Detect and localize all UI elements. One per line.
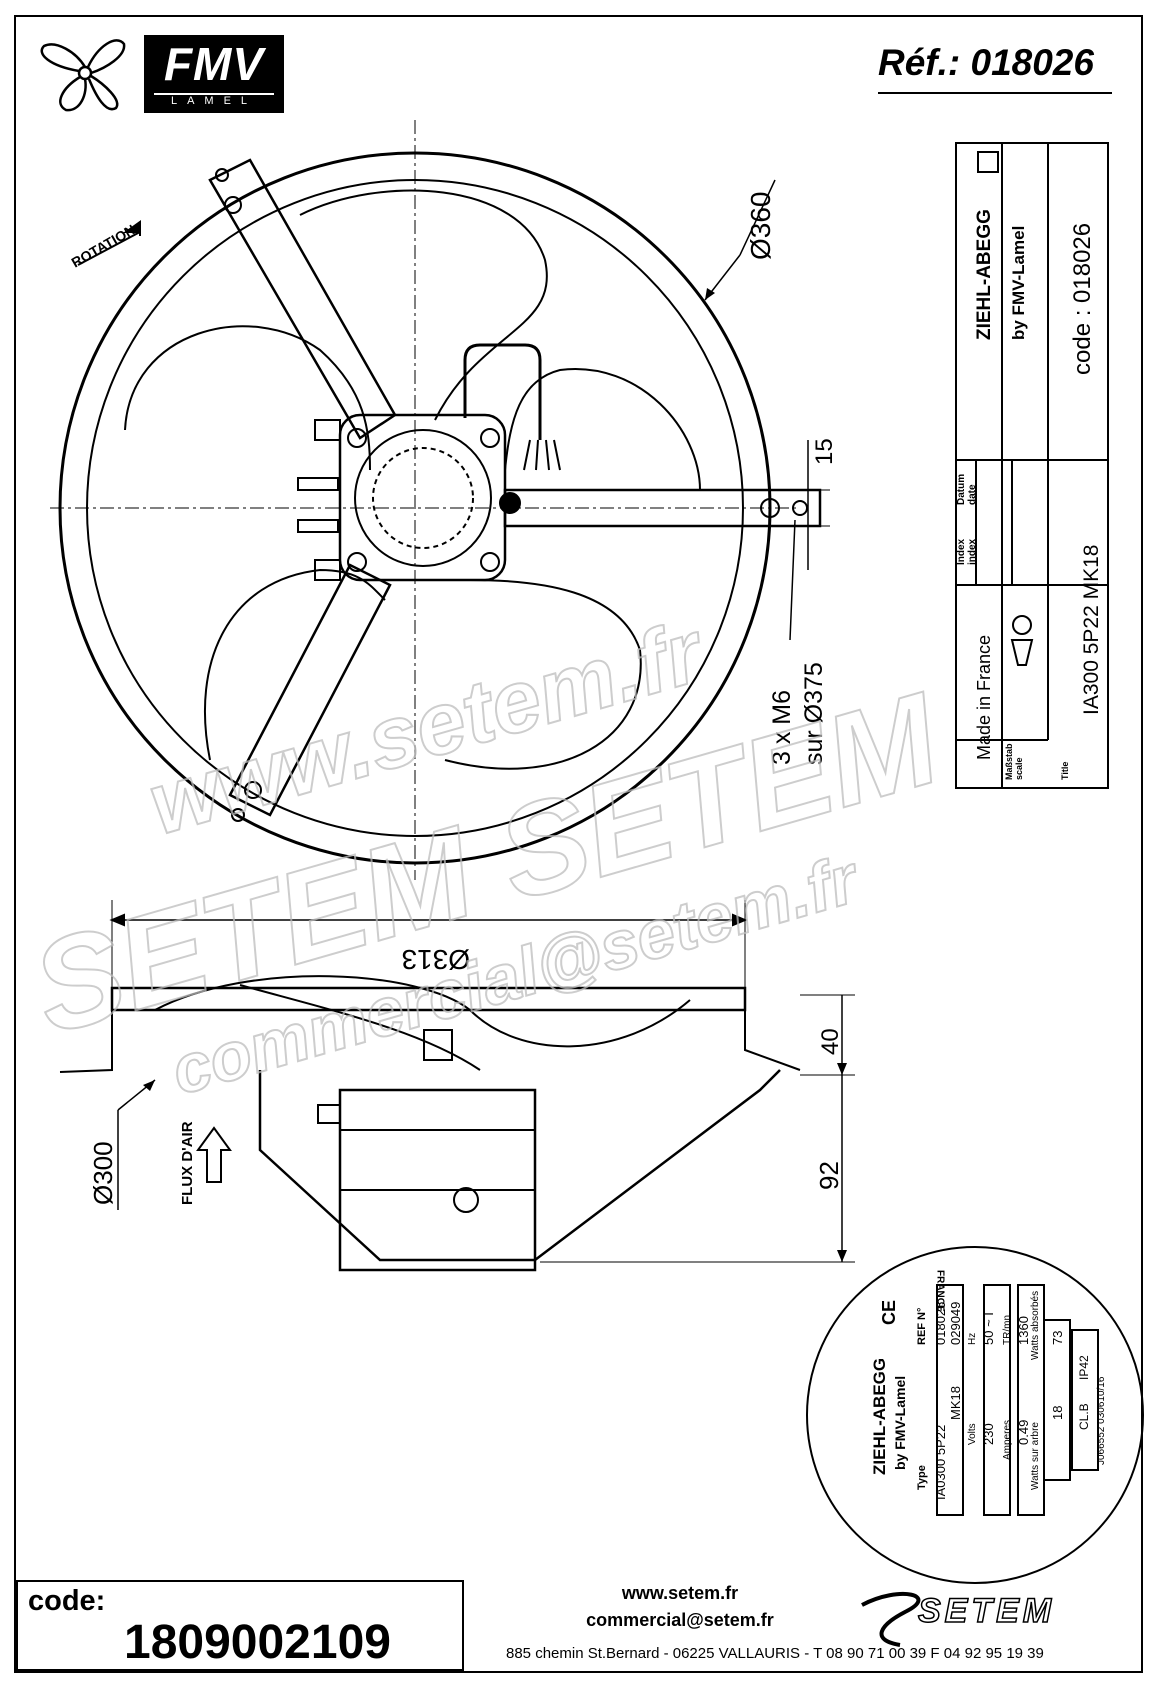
reference-underline [878,92,1112,94]
np-watts-arbre-value: 18 [1050,1406,1065,1420]
rotation-label: ROTATION [69,221,139,270]
side-motor [338,1088,537,1272]
dim-40: 40 [817,1028,844,1055]
np-watts-abs-label: Watts absorbés [1030,1291,1041,1360]
dim-92: 92 [814,1161,844,1190]
blade-5 [504,368,701,491]
tb-index-2: index [967,538,978,565]
np-ref-label: REF N° [916,1308,928,1345]
cable [463,343,542,440]
tb-index-1: Index [956,538,967,565]
brand-name: FMV [163,38,265,90]
dim-15: 15 [811,438,838,465]
np-ref-value-2: 029049 [948,1302,963,1345]
footer-address: 885 chemin St.Bernard - 06225 VALLAURIS … [506,1645,1044,1662]
footer-email[interactable]: commercial@setem.fr [586,1610,774,1630]
front-view [50,120,822,880]
mount-holes-line-1: 3 x M6 [768,690,796,765]
setem-swoosh-icon [861,1591,921,1647]
np-type-label: Type [916,1465,928,1490]
tb-scale-2: scale [1014,757,1024,780]
airflow-label: FLUX D'AIR [179,1121,196,1205]
tb-title-label: Title [1060,762,1070,780]
np-ip: IP42 [1077,1355,1091,1380]
tb-by: by FMV-Lamel [1009,226,1028,340]
side-ring [110,986,747,1012]
blade-4 [444,579,642,770]
footer-website[interactable]: www.setem.fr [621,1583,739,1603]
np-serial: J066552 030610/16 [1096,1376,1107,1465]
np-amperes-value: 0.49 [1016,1420,1031,1445]
side-bracket [258,1069,781,1262]
side-view [59,900,801,1272]
dim-313: Ø313 [402,944,471,975]
airflow-arrow-icon [196,1126,232,1183]
np-class: CL.B [1077,1403,1091,1430]
np-france: FRANCE [935,1270,946,1312]
tb-manufacturer: ZIEHL-ABEGG [974,209,995,340]
np-trmn-value: 1360 [1016,1316,1031,1345]
tb-datum-1: Datum [956,474,967,505]
side-blade-1 [154,975,691,1048]
np-ref-value-1: 018026 [933,1302,948,1345]
np-amperes-label: Amperes [1002,1420,1013,1460]
setem-logo: SETEM [917,1591,1056,1631]
side-blade-2 [239,984,481,1071]
support-arm-bottom [228,563,392,817]
nameplate [806,1246,1144,1584]
dim-300: Ø300 [88,1141,118,1205]
code-value: 1809002109 [124,1616,391,1669]
motor-plate [354,429,492,567]
blade-1 [299,189,548,421]
np-watts-arbre-label: Watts sur arbre [1030,1422,1041,1490]
np-manufacturer: ZIEHL-ABEGG [870,1358,889,1475]
tb-code: code : 018026 [1069,223,1096,375]
np-hz-label: Hz [967,1333,978,1345]
np-type-value-2: MK18 [948,1386,963,1420]
np-volts-label: Volts [967,1423,978,1445]
blade-3 [203,568,386,761]
tb-scale-1: Maßstab [1004,743,1014,780]
code-box [16,1580,464,1671]
np-by: by FMV-Lamel [892,1376,908,1470]
np-trmn-label: TR/mn [1002,1315,1013,1345]
np-ce: CE [879,1300,899,1325]
np-type-value-1: IA0300 5P22 [933,1425,948,1500]
brand-logo: FMV LAMEL [144,35,284,113]
tb-datum-2: date [967,484,978,505]
title-block [955,142,1109,789]
reference-number: Réf.: 018026 [878,42,1094,83]
tb-made-in: Made in France [974,635,994,760]
tb-title-value: IA300 5P22 MK18 [1080,545,1103,715]
brand-subtitle: LAMEL [154,93,274,107]
mount-holes-line-2: sur Ø375 [800,662,828,765]
np-volts-value: 230 [981,1423,996,1445]
np-hz-value: 50 ~ I [981,1312,996,1345]
blade-2 [124,325,371,471]
fan-logo-icon [40,39,126,112]
dim-outer-diameter: Ø360 [745,192,776,261]
np-watts-abs-value: 73 [1050,1331,1065,1345]
drawing-frame [14,15,1143,1673]
code-label: code: [28,1585,106,1617]
